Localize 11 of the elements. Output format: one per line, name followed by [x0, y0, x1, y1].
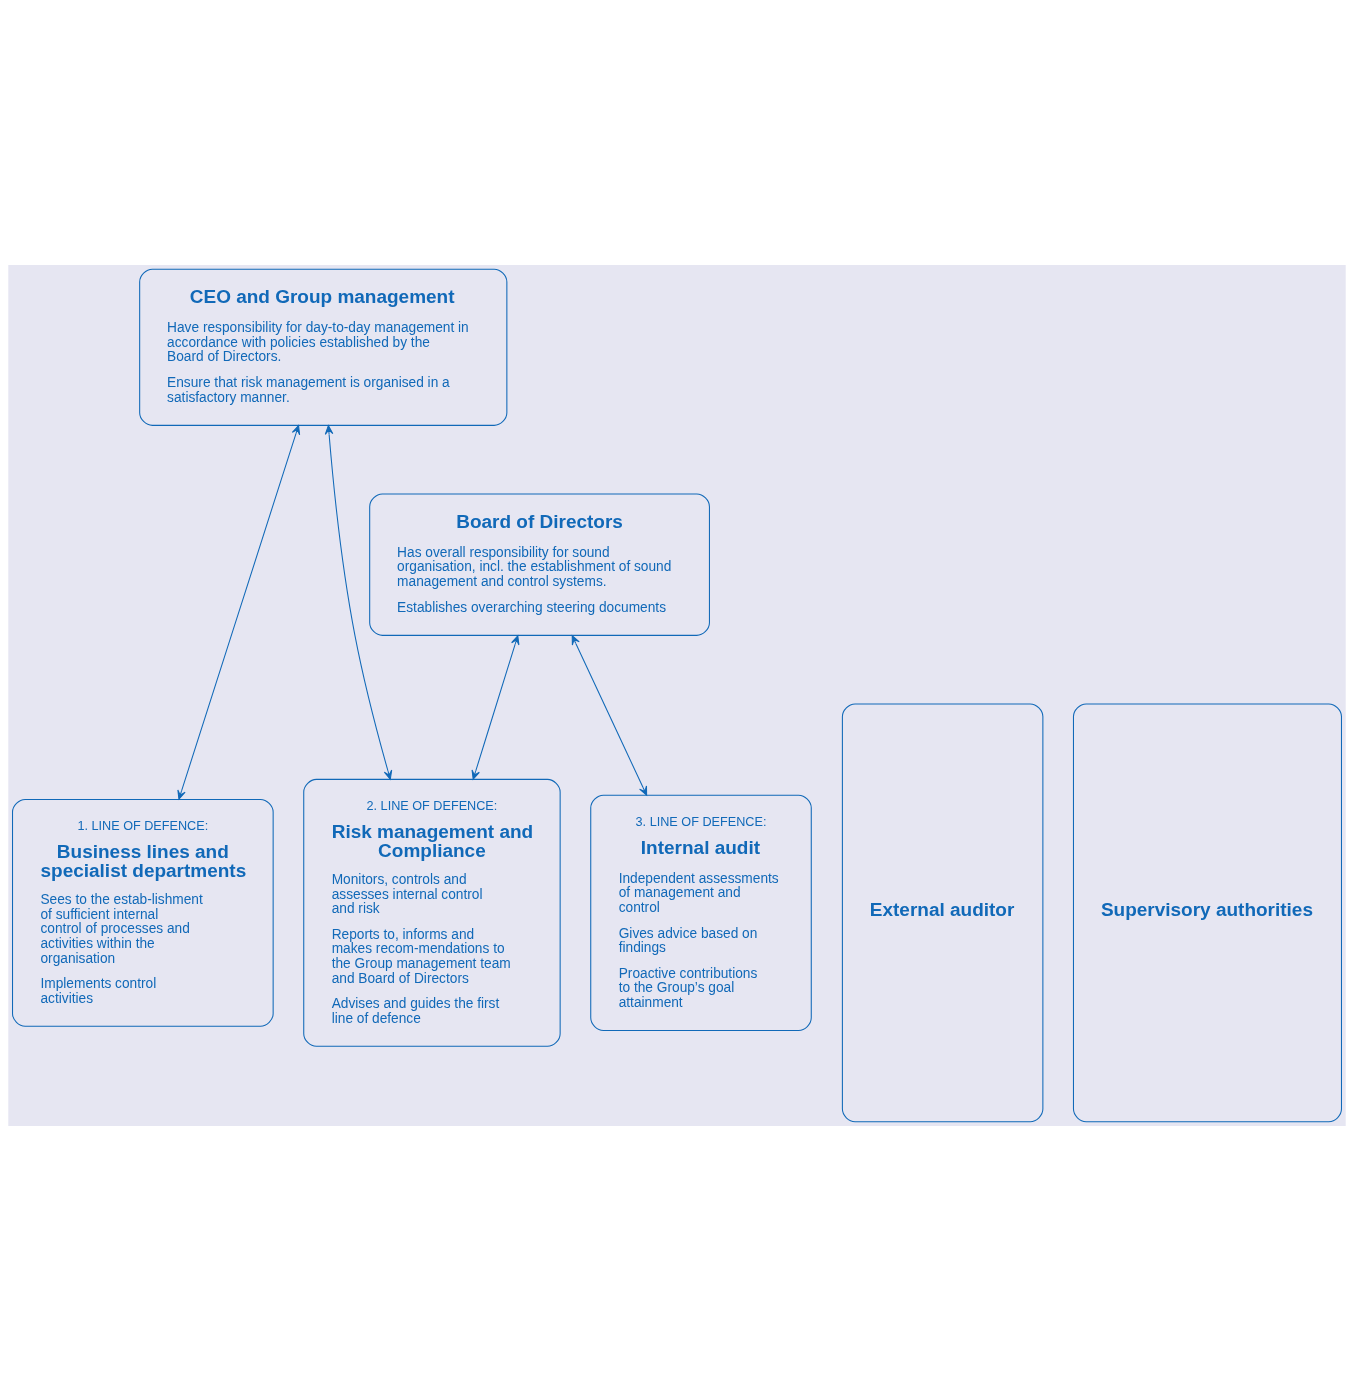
arrow — [324, 425, 393, 780]
node-box: 3. LINE OF DEFENCE: Internal audit Independent assessments of management and control Gives advice based on findings Proactive contributions to the Group’s goal attainment — [590, 794, 812, 1032]
arrow — [471, 635, 520, 780]
node-box: CEO and Group management Have responsibility for day-to-day management in accordance with policies established by the Board of Directors. Ensure that risk management is organised in a satisfactory manner. — [139, 268, 508, 426]
arrow — [571, 635, 648, 796]
node-box: Supervisory authorities — [1072, 703, 1342, 1123]
node-box: Board of Directors Has overall responsibility for sound organisation, incl. the establishment of sound management and control systems. Establishes overarching steering documents — [369, 493, 710, 636]
node-box: 1. LINE OF DEFENCE: Business lines and specialist departments Sees to the estab-lishment of sufficient internal control of processes and activities within the organisation Implements control activities — [12, 798, 274, 1027]
node-box: External auditor — [841, 703, 1044, 1123]
node-box: 2. LINE OF DEFENCE: Risk management and Compliance Monitors, controls and assesses internal control and risk Reports to, informs and makes recom-mendations to the Group management team and Board of Directors Advises and guides the first line of defence — [303, 778, 561, 1047]
arrow — [177, 425, 301, 800]
